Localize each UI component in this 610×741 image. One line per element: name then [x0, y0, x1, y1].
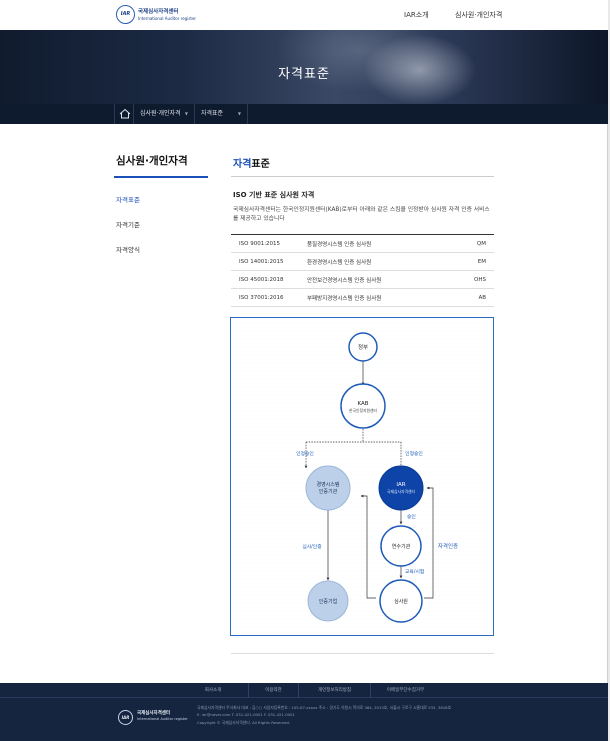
footer-link-email-refusal[interactable]: 이메일무단수집거부	[370, 683, 440, 698]
footer: 회사소개 이용약관 개인정보처리방침 이메일무단수집거부 IAR 국제심사자격센…	[0, 683, 608, 741]
node-iar-label: IAR	[396, 482, 405, 488]
footer-links: 회사소개 이용약관 개인정보처리방침 이메일무단수집거부	[0, 683, 608, 698]
node-certified-company: 인증기업	[307, 580, 349, 622]
footer-logo-korean-name: 국제심사자격센터	[137, 711, 171, 716]
table-cell-name: 부패방지경영시스템 인증 심사원	[307, 295, 382, 302]
content-bottom-divider	[231, 653, 494, 654]
table-row: ISO 9001:2015 품질경영시스템 인증 심사원 QM	[231, 234, 494, 253]
breadcrumb-depth1-label: 심사원·개인자격	[140, 110, 181, 117]
label-approve: 승인	[407, 513, 416, 520]
table-cell-code: OHS	[474, 276, 486, 283]
diagram-background	[231, 318, 493, 635]
label-audit-certification: 심사/인증	[302, 543, 322, 550]
page-title: 자격표준	[233, 155, 270, 170]
footer-logo-english-name: International Auditor register	[137, 717, 188, 721]
node-auditor: 심사원	[379, 579, 423, 623]
sidebar-title-underline	[114, 176, 208, 178]
table-cell-standard: ISO 9001:2015	[239, 240, 281, 247]
kab-branch-line	[306, 429, 401, 443]
page-title-highlight: 자격	[233, 159, 252, 170]
node-iar-sublabel: 국제심사자격센터	[387, 489, 415, 494]
table-row: ISO 37001:2016 부패방지경영시스템 인증 심사원 AB	[231, 289, 494, 307]
node-training-institute: 연수기관	[380, 525, 422, 567]
table-cell-name: 환경경영시스템 인증 심사원	[307, 259, 372, 266]
footer-company-info: 국제심사자격센터 주식회사 대표 : 김○○ 사업자등록번호 : 105-87-…	[197, 705, 452, 710]
section-subtitle: ISO 기반 표준 심사원 자격	[233, 191, 315, 199]
hero-banner: 자격표준	[0, 30, 608, 104]
label-accredit-right: 인정승인	[405, 450, 423, 457]
label-accredit-left: 인정승인	[296, 450, 314, 457]
qualification-flow-diagram: 정부 KAB 한국인정지원센터 경영시스템 인증기관 IAR 국제심사자격센터 …	[230, 317, 494, 636]
node-kab-sublabel: 한국인정지원센터	[349, 408, 377, 413]
node-training-label: 연수기관	[392, 543, 411, 550]
sidebar-item-qualification-forms[interactable]: 자격양식	[116, 246, 140, 254]
sidebar-title: 심사원·개인자격	[116, 155, 188, 167]
site-logo[interactable]: IAR 국제심사자격센터 International Auditor regis…	[116, 5, 216, 25]
node-company-label: 인증기업	[319, 598, 337, 605]
label-qualification-cert: 자격인증	[438, 542, 458, 550]
footer-contact-info: E. iar@naver.com T. 031-421-0001 F. 031-…	[197, 712, 295, 717]
table-cell-standard: ISO 45001:2018	[239, 276, 284, 283]
table-cell-code: EM	[477, 258, 486, 265]
footer-link-company[interactable]: 회사소개	[204, 688, 222, 693]
iso-standards-table: ISO 9001:2015 품질경영시스템 인증 심사원 QM ISO 1400…	[231, 234, 494, 307]
node-kab-label: KAB	[357, 401, 368, 407]
label-education-exam: 교육/시험	[405, 569, 424, 575]
table-cell-standard: ISO 14001:2015	[239, 258, 284, 265]
table-row: ISO 14001:2015 환경경영시스템 인증 심사원 EM	[231, 253, 494, 271]
logo-english-name: International Auditor register	[138, 16, 197, 21]
table-row: ISO 45001:2018 안전보건경영시스템 인증 심사원 OHS	[231, 271, 494, 289]
breadcrumb-depth1[interactable]: 심사원·개인자격 ▼	[134, 104, 195, 124]
home-button[interactable]	[114, 104, 134, 124]
page-title-rest: 표준	[251, 159, 270, 170]
table-cell-standard: ISO 37001:2016	[239, 294, 284, 301]
sidebar-item-qualification-criteria[interactable]: 자격기준	[116, 221, 140, 229]
logo-korean-name: 국제심사자격센터	[138, 9, 179, 15]
node-cert-body-label-1: 경영시스템	[316, 481, 339, 488]
arrow-auditor-to-iar	[424, 486, 434, 599]
footer-copyright: Copyright © 국제심사자격센터. All Rights Reserve…	[197, 720, 291, 725]
arrow-auditor-to-cert-body	[360, 494, 376, 599]
logo-mark: IAR	[116, 5, 135, 24]
footer-logo-mark: IAR	[118, 710, 133, 725]
node-government: 정부	[348, 332, 378, 362]
breadcrumb: 심사원·개인자격 ▼ 자격표준 ▼	[0, 104, 608, 124]
table-cell-name: 안전보건경영시스템 인증 심사원	[307, 277, 382, 284]
node-cert-body-label-2: 인증기관	[319, 488, 338, 495]
top-header: IAR 국제심사자격센터 International Auditor regis…	[0, 0, 608, 30]
footer-link-terms[interactable]: 이용약관	[248, 683, 298, 698]
nav-auditor-qualification[interactable]: 심사원·개인자격	[455, 11, 503, 19]
table-cell-code: AB	[478, 294, 486, 301]
sidebar-item-qualification-standard[interactable]: 자격표준	[116, 196, 140, 204]
table-cell-name: 품질경영시스템 인증 심사원	[307, 241, 372, 248]
home-icon	[119, 108, 131, 119]
footer-link-privacy[interactable]: 개인정보처리방침	[298, 683, 370, 698]
node-certification-body: 경영시스템 인증기관	[305, 465, 351, 511]
node-iar: IAR 국제심사자격센터	[378, 465, 424, 511]
section-description: 국제심사자격센터는 한국인정지원센터(KAB)로부터 아래와 같은 스킴을 인정…	[233, 207, 490, 222]
table-cell-code: QM	[476, 240, 486, 247]
breadcrumb-depth2-label: 자격표준	[201, 110, 224, 117]
node-government-label: 정부	[358, 344, 368, 351]
nav-iar-intro[interactable]: IAR소개	[404, 11, 429, 19]
title-divider	[231, 176, 494, 177]
node-auditor-label: 심사원	[394, 598, 408, 605]
chevron-down-icon: ▼	[184, 111, 188, 116]
chevron-down-icon: ▼	[237, 111, 241, 116]
hero-title: 자격표준	[278, 67, 330, 82]
breadcrumb-depth2[interactable]: 자격표준 ▼	[195, 104, 248, 124]
node-kab: KAB 한국인정지원센터	[340, 383, 386, 429]
